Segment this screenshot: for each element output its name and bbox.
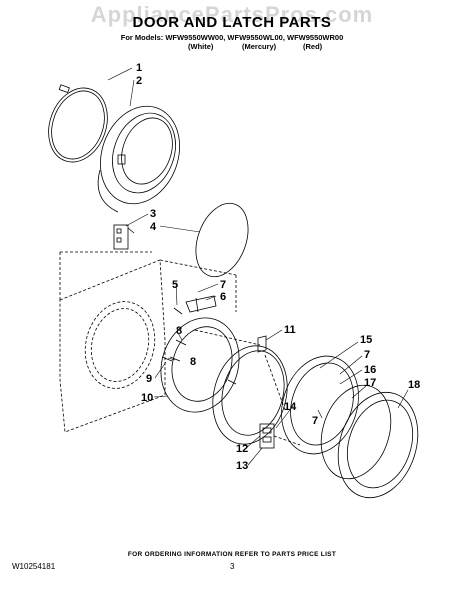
part-hinge [185,295,217,313]
part-door-trim [320,384,392,480]
ordering-note: FOR ORDERING INFORMATION REFER TO PARTS … [127,551,337,558]
callout-8a: 8 [176,325,182,337]
color-red: (Red) [303,42,323,51]
leader-lines [107,67,409,466]
callout-3: 3 [150,208,156,220]
page-number: 3 [230,562,235,571]
callout-15: 15 [360,334,372,346]
part-outer-door [337,391,419,499]
models-line: For Models: WFW9550WW00, WFW9550WL00, WF… [120,33,344,42]
color-mercury: (Mercury) [242,42,277,51]
part-bellow [97,105,180,213]
callout-11: 11 [284,324,296,336]
callout-4: 4 [150,221,157,233]
callout-6: 6 [220,291,226,303]
part-latch-bracket [113,224,135,250]
callout-5: 5 [172,279,178,291]
part-door-frame [160,317,240,413]
part-clamp-ring [48,84,108,163]
callout-17: 17 [364,377,376,389]
cabinet-front-panel [59,251,237,433]
callout-10: 10 [141,392,153,404]
callout-8b: 8 [190,356,196,368]
part-glass [195,202,249,278]
callout-2: 2 [136,75,142,87]
callout-18: 18 [408,379,420,391]
callout-1: 1 [136,62,142,74]
callout-13: 13 [236,460,248,472]
assembly-lines [194,275,301,446]
watermark: AppliancePartsPros.com [90,2,374,27]
callout-12: 12 [236,443,248,455]
page-title: DOOR AND LATCH PARTS [132,14,332,31]
callouts: 1 2 3 4 5 7 6 8 8 9 11 10 15 7 16 17 18 … [136,62,420,472]
part-handle-assembly [259,423,275,449]
callout-7c: 7 [312,415,318,427]
part-inner-glass [212,345,288,445]
callout-9: 9 [146,373,152,385]
callout-14: 14 [284,401,297,413]
callout-7b: 7 [364,349,370,361]
part-hinge-retainer [257,335,267,353]
screws [161,307,187,362]
document-number: W10254181 [12,562,56,571]
color-white: (White) [188,42,214,51]
callout-16: 16 [364,364,376,376]
callout-7a: 7 [220,279,226,291]
